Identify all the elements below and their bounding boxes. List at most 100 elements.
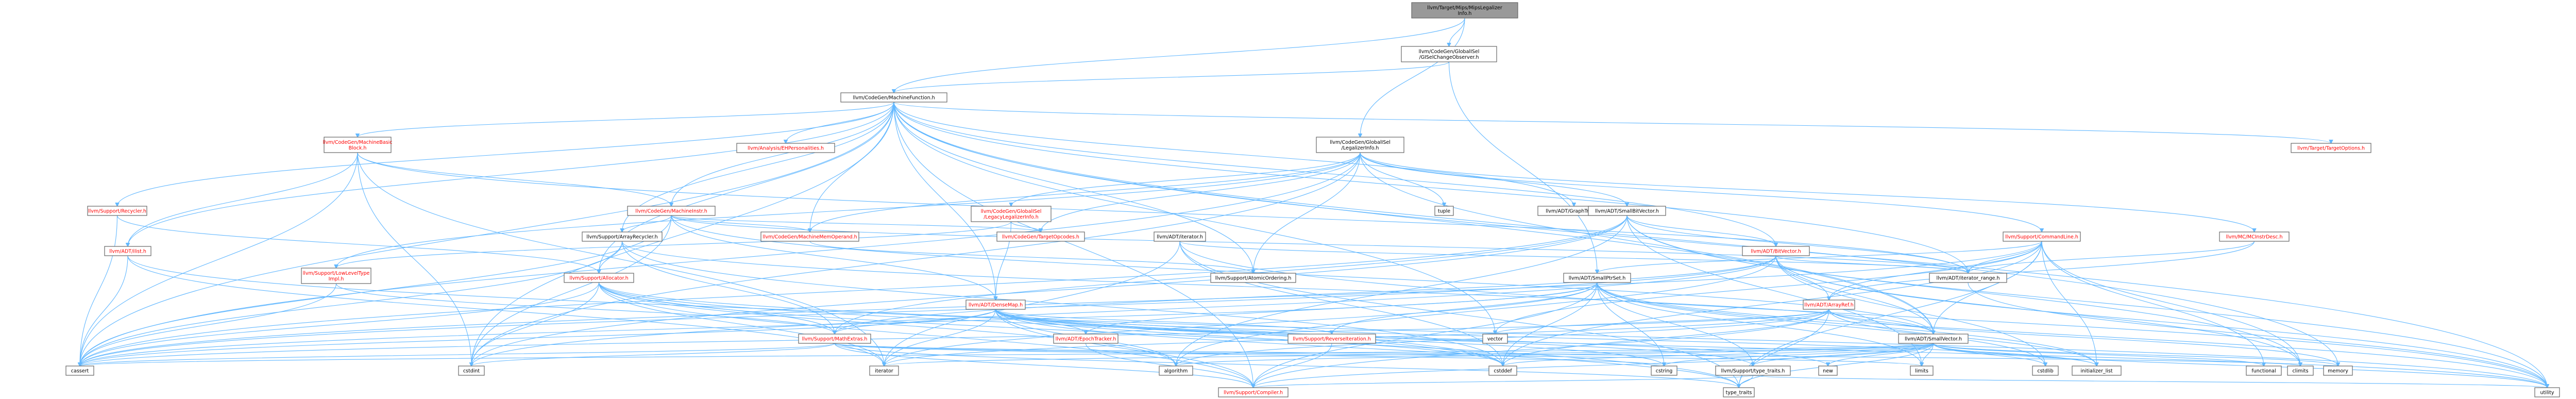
edge-command_line-to-vector <box>1495 241 2042 334</box>
edge-type_traits_h-to-compiler <box>1253 375 1754 388</box>
edge-mfunction-to-compiler <box>893 102 1253 388</box>
node-box <box>1210 273 1296 283</box>
edge-legalizer_info-to-tuple <box>1360 152 1444 206</box>
node-initializer-list[interactable]: initializer_list <box>2072 365 2122 376</box>
node-label-line: llvm/CodeGen/MachineBasic <box>323 140 392 145</box>
node-llvm-codegen-machinememoperand-h[interactable]: llvm/CodeGen/MachineMemOperand.h <box>760 231 859 242</box>
edge-small_ptr_set-to-cstdlib <box>1597 282 2045 366</box>
node-label-line: llvm/ADT/BitVector.h <box>1751 249 1801 255</box>
node-iterator[interactable]: iterator <box>869 365 899 376</box>
edge-mfunction-to-iterator_range <box>893 102 1968 273</box>
node-box <box>971 206 1052 222</box>
edge-mc_instr_desc-to-array_ref <box>1829 241 2255 300</box>
node-llvm-support-allocator-h[interactable]: llvm/Support/Allocator.h <box>564 273 634 283</box>
node-llvm-analysis-ehpersonalities-h[interactable]: llvm/Analysis/EHPersonalities.h <box>736 143 835 153</box>
nodes-layer: llvm/Target/Mips/MipsLegalizerInfo.hllvm… <box>65 2 2560 397</box>
node-llvm-adt-ilist-h[interactable]: llvm/ADT/ilist.h <box>104 246 151 256</box>
node-llvm-adt-epochtracker-h[interactable]: llvm/ADT/EpochTracker.h <box>1053 334 1118 344</box>
node-type-traits[interactable]: type_traits <box>1723 387 1755 397</box>
node-label-line: memory <box>2328 369 2348 374</box>
edge-legalizer_info-to-command_line <box>1360 152 2042 232</box>
node-label-line: llvm/CodeGen/GlobalISel <box>1419 49 1480 55</box>
node-label-line: llvm/ADT/ilist.h <box>109 249 146 255</box>
node-llvm-adt-bitvector-h[interactable]: llvm/ADT/BitVector.h <box>1742 246 1810 256</box>
node-label-line: llvm/Support/MathExtras.h <box>802 337 868 342</box>
edge-iterator_h-to-utility <box>1179 241 2547 388</box>
node-box <box>1929 273 2007 283</box>
node-llvm-support-reverseiteration-h[interactable]: llvm/Support/ReverseIteration.h <box>1287 334 1376 344</box>
edge-lowlevel_type-to-math_extras <box>335 283 835 334</box>
edge-minstr-to-array_recycler <box>622 215 672 232</box>
node-llvm-adt-iterator-range-h[interactable]: llvm/ADT/iterator_range.h <box>1929 273 2007 283</box>
node-llvm-target-targetoptions-h[interactable]: llvm/Target/TargetOptions.h <box>2291 143 2371 153</box>
edge-mfunction-to-minstr <box>671 102 894 206</box>
node-box <box>1715 365 1791 376</box>
edge-legalizer_info-to-mmo <box>810 152 1361 232</box>
node-memory[interactable]: memory <box>2323 365 2353 376</box>
node-llvm-codegen-targetopcodes-h[interactable]: llvm/CodeGen/TargetOpcodes.h <box>996 231 1085 242</box>
edge-bitvector-to-math_extras <box>835 255 1776 334</box>
node-llvm-codegen-globalisel-legalizerinfo-h[interactable]: llvm/CodeGen/GlobalISel/LegalizerInfo.h <box>1316 137 1404 153</box>
node-llvm-support-type-traits-h[interactable]: llvm/Support/type_traits.h <box>1715 365 1791 376</box>
edge-mmo-to-atomic_ordering <box>809 241 1253 273</box>
edge-bitvector-to-cstdint <box>471 255 1776 366</box>
edge-allocator-to-compiler <box>598 282 1253 388</box>
node-new[interactable]: new <box>1818 365 1838 376</box>
node-llvm-adt-iterator-h[interactable]: llvm/ADT/iterator.h <box>1154 231 1206 242</box>
node-llvm-adt-smallvector-h[interactable]: llvm/ADT/SmallVector.h <box>1898 334 1969 344</box>
node-box <box>1651 365 1677 376</box>
node-llvm-support-atomicordering-h[interactable]: llvm/Support/AtomicOrdering.h <box>1210 273 1296 283</box>
node-tuple[interactable]: tuple <box>1434 206 1454 216</box>
node-label-line: llvm/ADT/DenseMap.h <box>969 303 1023 308</box>
node-label-line: llvm/Support/AtomicOrdering.h <box>1215 276 1292 281</box>
node-vector[interactable]: vector <box>1482 334 1508 344</box>
node-climits[interactable]: climits <box>2287 365 2314 376</box>
edge-small_vector-to-type_traits <box>1739 343 1934 388</box>
node-cstdint[interactable]: cstdint <box>458 365 485 376</box>
node-label-line: llvm/CodeGen/MachineFunction.h <box>853 95 935 101</box>
node-llvm-codegen-globalisel-giselchangeobserver-h[interactable]: llvm/CodeGen/GlobalISel/GISelChangeObser… <box>1401 46 1497 62</box>
node-llvm-codegen-machineinstr-h[interactable]: llvm/CodeGen/MachineInstr.h <box>627 206 716 216</box>
edge-small_vector-to-limits <box>1922 343 1934 366</box>
node-llvm-adt-densemap-h[interactable]: llvm/ADT/DenseMap.h <box>965 300 1026 310</box>
edge-type_traits_h-to-utility <box>1752 375 2548 388</box>
node-utility[interactable]: utility <box>2534 387 2560 397</box>
node-llvm-support-arrayrecycler-h[interactable]: llvm/Support/ArrayRecycler.h <box>582 231 663 242</box>
node-llvm-codegen-globalisel-legacylegalizerinfo-h[interactable]: llvm/CodeGen/GlobalISel/LegacyLegalizerI… <box>971 206 1052 222</box>
node-box <box>301 268 371 284</box>
node-llvm-adt-smallptrset-h[interactable]: llvm/ADT/SmallPtrSet.h <box>1563 273 1631 283</box>
edge-small_vector-to-type_traits_h <box>1753 343 1934 366</box>
node-llvm-mc-mcinstrdesc-h[interactable]: llvm/MC/MCInstrDesc.h <box>2219 231 2290 242</box>
edge-minstr-to-mmo <box>671 215 810 232</box>
node-label-line: llvm/ADT/iterator_range.h <box>1937 276 2000 281</box>
node-algorithm[interactable]: algorithm <box>1159 365 1193 376</box>
node-cstddef[interactable]: cstddef <box>1488 365 1517 376</box>
node-limits[interactable]: limits <box>1910 365 1934 376</box>
edge-mfunction-to-bitvector <box>893 102 1776 246</box>
node-cassert[interactable]: cassert <box>65 365 94 376</box>
edge-gisel_change-to-mfunction <box>894 61 1450 93</box>
node-label-line: llvm/Support/ReverseIteration.h <box>1293 337 1371 342</box>
node-box <box>1401 46 1497 62</box>
node-llvm-adt-arrayref-h[interactable]: llvm/ADT/ArrayRef.h <box>1803 300 1855 310</box>
node-llvm-support-commandline-h[interactable]: llvm/Support/CommandLine.h <box>2003 231 2081 242</box>
node-label-line: llvm/CodeGen/MachineInstr.h <box>635 209 707 214</box>
edge-legalizer_info-to-small_bitvector <box>1360 152 1627 206</box>
node-llvm-codegen-machinefunction-h[interactable]: llvm/CodeGen/MachineFunction.h <box>840 92 947 103</box>
node-cstdlib[interactable]: cstdlib <box>2032 365 2059 376</box>
node-llvm-support-recycler-h[interactable]: llvm/Support/Recycler.h <box>87 206 147 216</box>
edge-command_line-to-climits <box>2041 241 2300 366</box>
node-box <box>1218 387 1289 397</box>
node-llvm-support-compiler-h[interactable]: llvm/Support/Compiler.h <box>1218 387 1289 397</box>
node-cstring[interactable]: cstring <box>1651 365 1677 376</box>
node-llvm-support-mathextras-h[interactable]: llvm/Support/MathExtras.h <box>798 334 871 344</box>
node-label-line: llvm/ADT/SmallVector.h <box>1905 337 1962 342</box>
node-functional[interactable]: functional <box>2246 365 2282 376</box>
node-llvm-adt-smallbitvector-h[interactable]: llvm/ADT/SmallBitVector.h <box>1588 206 1666 216</box>
edge-array_ref-to-cassert <box>80 309 1829 366</box>
edge-iterator_h-to-iterator <box>884 241 1180 366</box>
node-label-line: functional <box>2251 369 2276 374</box>
edge-small_vector-to-new <box>1828 343 1934 366</box>
